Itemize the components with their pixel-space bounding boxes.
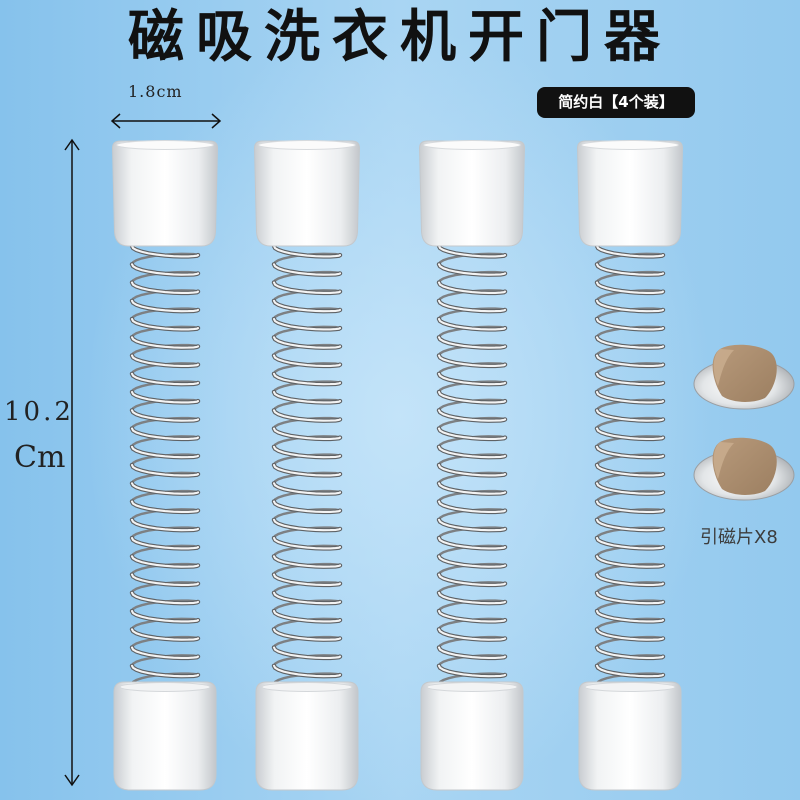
bottom-cap (420, 681, 524, 791)
top-cap-face (116, 140, 214, 150)
top-cap-face (258, 140, 356, 150)
bottom-cap-face (119, 682, 211, 692)
bottom-cap (578, 681, 682, 791)
magnet-disc-icon (693, 437, 795, 501)
top-cap (253, 140, 361, 247)
adhesive-sticker (712, 437, 777, 495)
sticker-curl (713, 349, 734, 386)
spring-stopper (418, 140, 526, 791)
spring-stopper (576, 140, 684, 791)
product-title: 磁吸洗衣机开门器 (128, 5, 672, 70)
spring-coil-front (130, 244, 200, 678)
top-cap-face (423, 140, 521, 150)
height-dimension-unit: Cm (14, 440, 66, 475)
double-arrow-horizontal-icon (110, 113, 222, 129)
magnet-disc-icon (693, 344, 795, 410)
bottom-cap (255, 681, 359, 791)
double-arrow-vertical-icon (64, 138, 80, 787)
magnet-accessory-label: 引磁片X8 (700, 527, 778, 548)
spring-coil-front (272, 244, 342, 678)
bottom-cap (113, 681, 217, 791)
height-dimension-value: 10.2 (4, 397, 74, 427)
spring-stopper (253, 140, 361, 791)
adhesive-sticker (712, 344, 777, 402)
top-cap (111, 140, 219, 247)
stopper-group (111, 140, 684, 791)
variant-badge: 简约白【4个装】 (537, 87, 695, 118)
bottom-cap-face (584, 682, 676, 692)
spring-coil-front (595, 244, 665, 678)
top-cap-face (581, 140, 679, 150)
width-dimension-label: 1.8cm (128, 82, 183, 101)
bottom-cap-face (261, 682, 353, 692)
top-cap (418, 140, 526, 247)
spring-coil-front (437, 244, 507, 678)
sticker-curl (713, 442, 734, 479)
top-cap (576, 140, 684, 247)
spring-stopper (111, 140, 219, 791)
bottom-cap-face (426, 682, 518, 692)
